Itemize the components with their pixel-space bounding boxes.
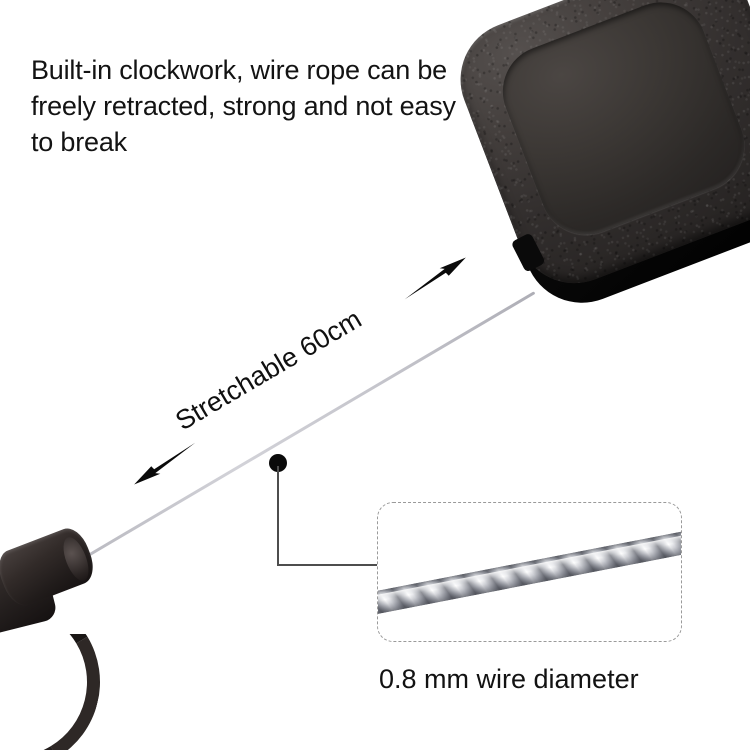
stretch-length-label: Stretchable 60cm: [170, 303, 367, 437]
headline-text: Built-in clockwork, wire rope can be fre…: [31, 55, 456, 157]
cable-strands: [378, 529, 681, 616]
stretch-arrow-down-icon: [130, 440, 200, 488]
retractor-housing: [443, 0, 750, 354]
wire-detail-callout-box: [377, 502, 682, 642]
stretch-arrow-up-icon: [400, 254, 470, 302]
leader-line-horizontal: [277, 564, 379, 566]
leader-anchor-dot: [269, 454, 287, 472]
wire-end-fitting: [0, 520, 160, 750]
leader-line-vertical: [277, 466, 279, 566]
wire-diameter-caption: 0.8 mm wire diameter: [379, 664, 639, 694]
braided-cable-graphic: [378, 503, 681, 641]
